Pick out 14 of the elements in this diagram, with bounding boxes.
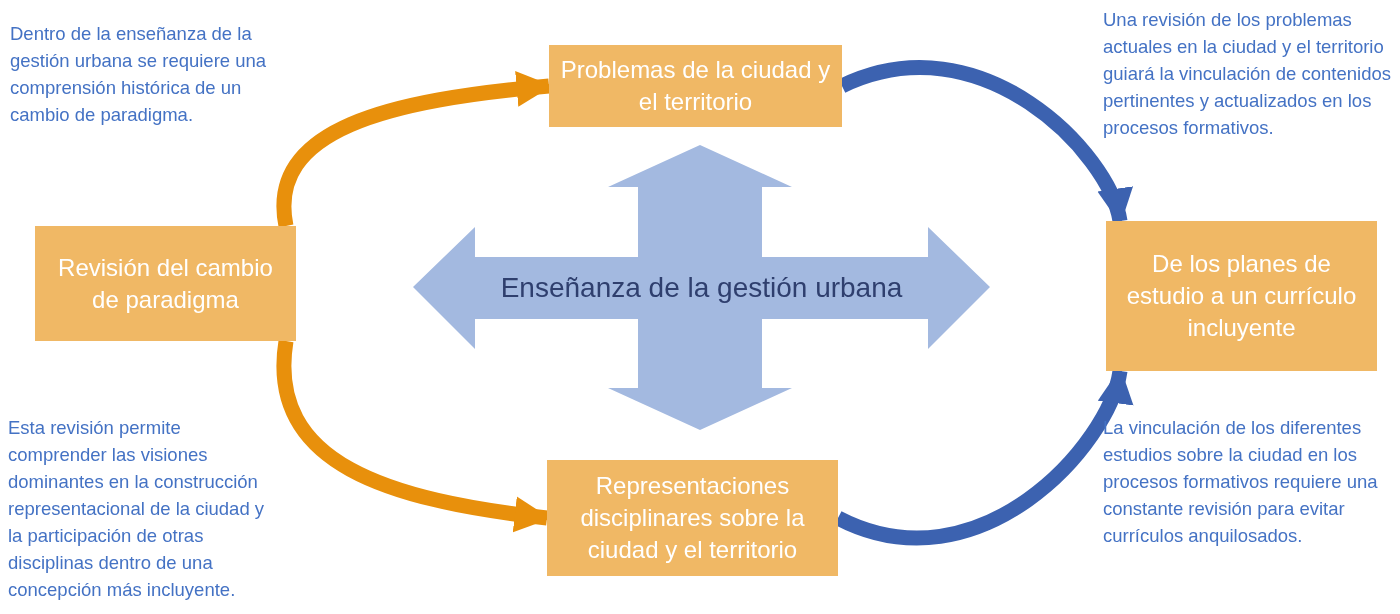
process-box <box>1106 221 1377 371</box>
cross-arrow-shape <box>413 145 990 430</box>
node-text: Representaciones disciplinares sobre la ciudad y el territorio <box>579 471 806 565</box>
node-text: Problemas de la ciudad y el territorio <box>559 55 832 117</box>
annotation-text: Esta revisión permite comprender las visiones dominantes en la construcción representacional de la ciudad y la participación de otras disciplinas dentro de una concepción más incluyente. <box>8 416 266 602</box>
annotation-text: La vinculación de los diferentes estudios sobre la ciudad en los procesos formativos requiere una constante revisión para evitar currículos anquilosados. <box>1103 416 1379 548</box>
node-text: De los planes de estudio a un currículo incluyente <box>1125 249 1358 343</box>
process-box <box>547 460 838 576</box>
process-box <box>549 45 842 127</box>
process-box <box>35 226 296 341</box>
node-text: Enseñanza de la gestión urbana <box>500 271 903 304</box>
node-text: Revisión del cambio de paradigma <box>57 252 274 315</box>
annotation-text: Una revisión de los problemas actuales en la ciudad y el territorio guiará la vinculación de contenidos pertinentes y actualizados en los procesos formativos. <box>1103 8 1392 140</box>
annotation-text: Dentro de la enseñanza de la gestión urbana se requiere una comprensión histórica de un cambio de paradigma. <box>10 22 268 127</box>
